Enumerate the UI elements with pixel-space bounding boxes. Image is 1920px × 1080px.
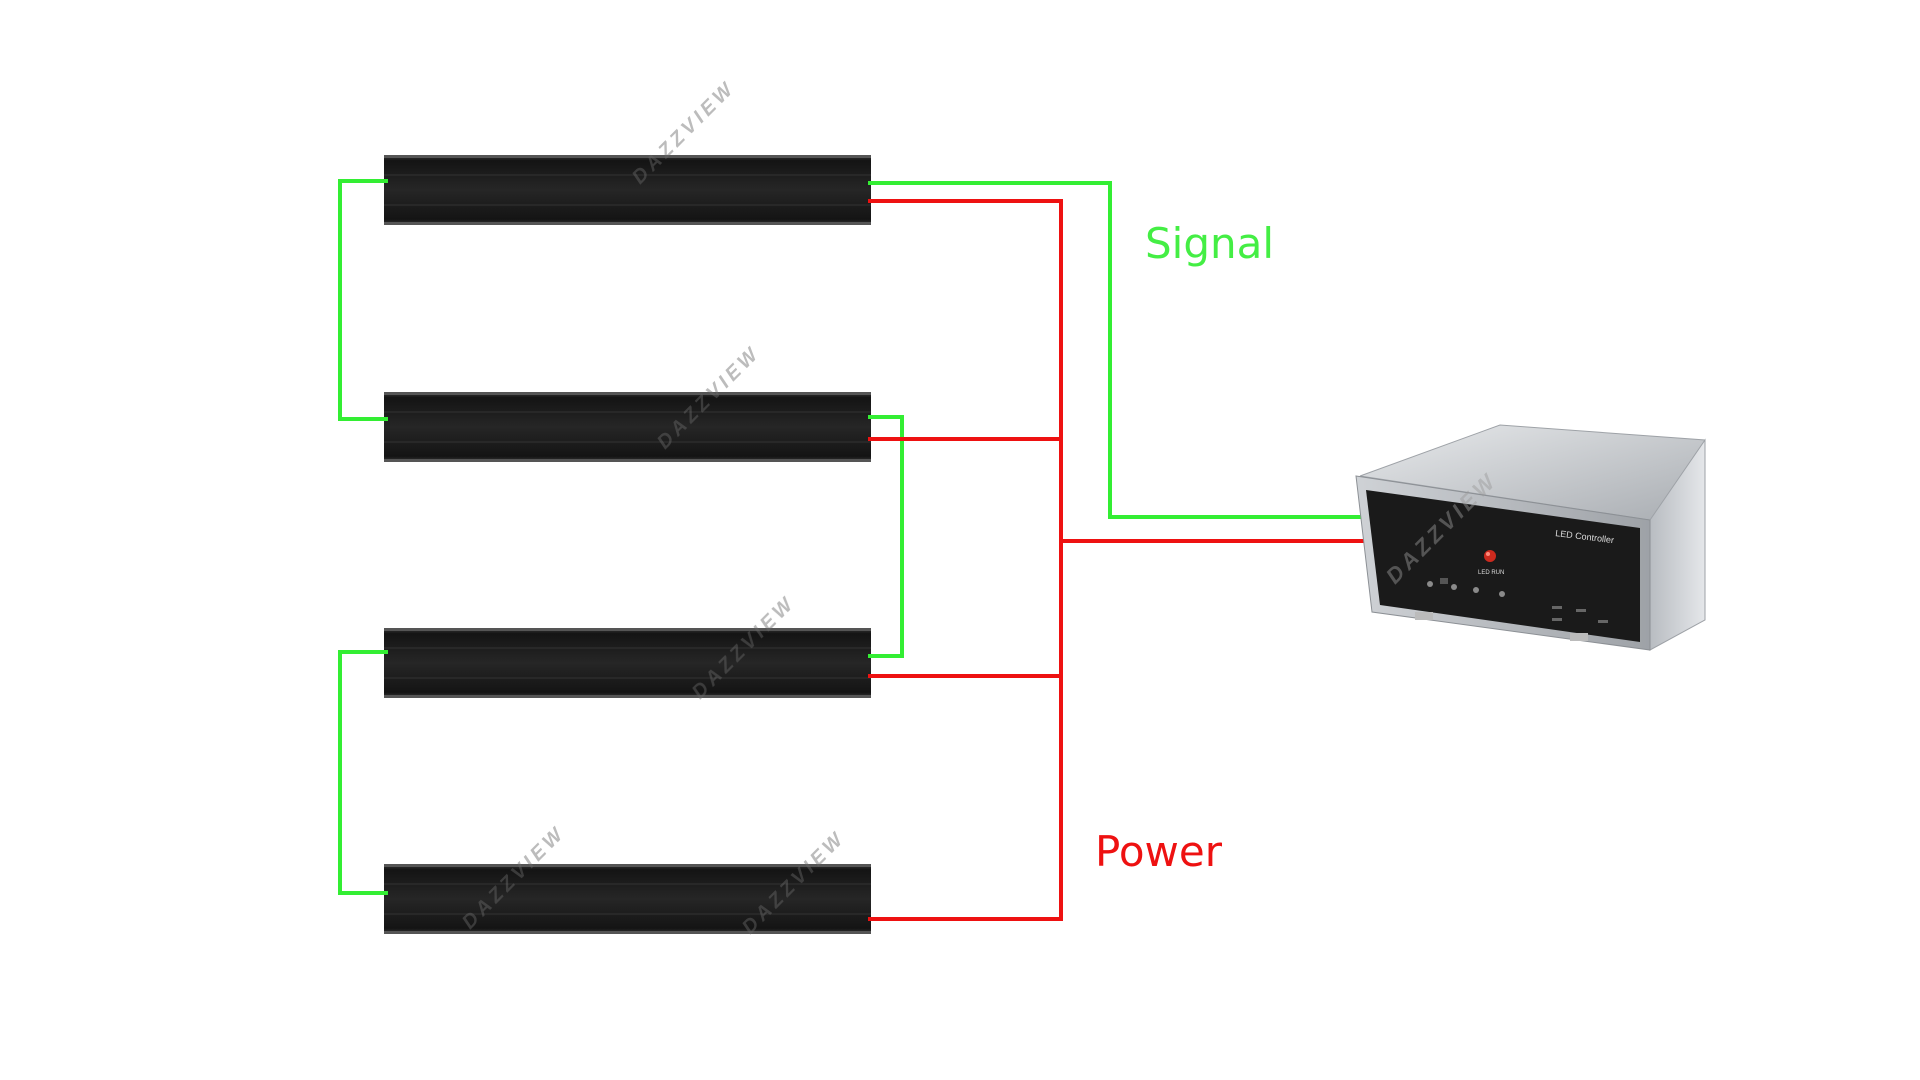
led-bar-4 [384,864,871,934]
led-bar-3 [384,628,871,698]
controller-ports [1552,606,1608,623]
led-bar-1 [384,155,871,225]
signal-wire-bar2-bar3 [868,415,904,658]
controller-knobs [1427,578,1505,597]
power-label: Power [1095,827,1223,876]
signal-wire-bar3-bar4 [338,650,388,895]
signal-label: Signal [1145,219,1274,268]
controller-front-panel [1366,490,1640,642]
signal-wires [338,179,1364,895]
power-wire-controller [1061,530,1378,543]
power-wires [868,199,1378,921]
led-run-indicator: LED RUN [1478,550,1504,576]
led-run-label: LED RUN [1478,570,1504,576]
led-controller: LED Controller LED RUN DAZZVIEW [1355,424,1706,651]
led-bar-2 [384,392,871,462]
signal-wire-controller [868,181,1364,519]
signal-wire-bar1-bar2 [338,179,388,421]
